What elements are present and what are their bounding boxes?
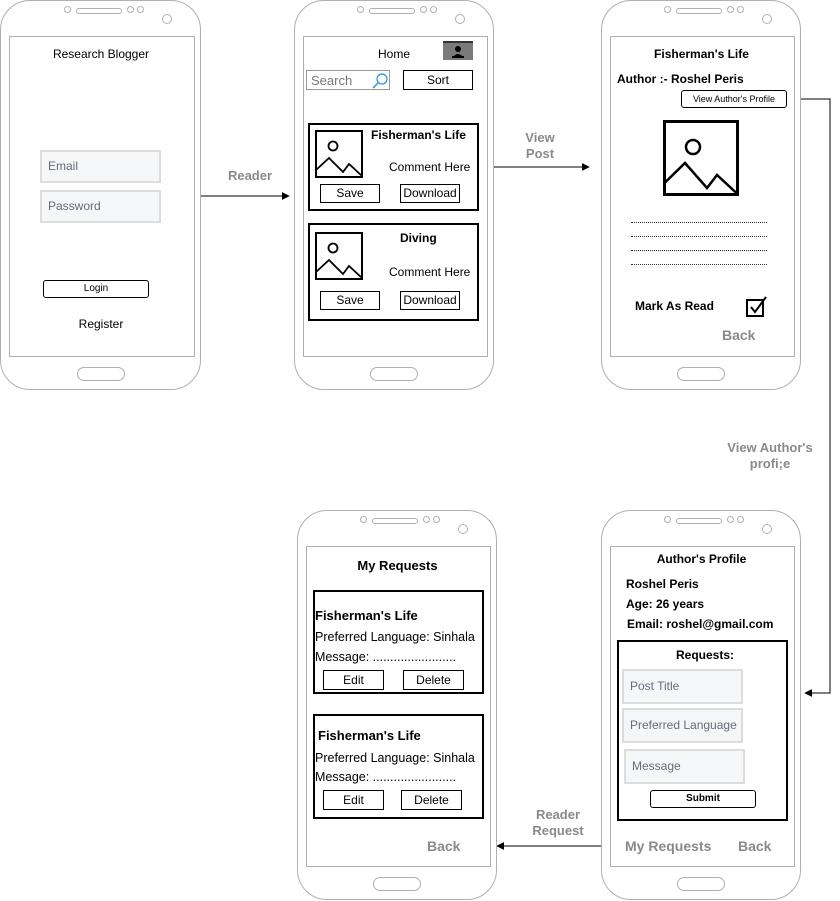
delete-button[interactable]: Delete xyxy=(403,670,464,690)
request-message: Message: ........................ xyxy=(315,650,457,664)
home-button[interactable] xyxy=(677,877,725,891)
view-post-arrow-label: View Post xyxy=(525,130,555,161)
checkbox-checked-icon[interactable] xyxy=(744,295,768,319)
post-detail-title: Fisherman's Life xyxy=(654,47,749,61)
reader-arrow-label: Reader xyxy=(227,168,273,183)
search-placeholder: Search xyxy=(311,73,353,88)
comment-field[interactable]: Comment Here xyxy=(389,265,471,279)
back-button[interactable]: Back xyxy=(738,838,772,854)
sensor-icon xyxy=(727,6,734,13)
content-line xyxy=(631,236,767,237)
post-title-input[interactable]: Post Title xyxy=(622,669,743,704)
camera-icon xyxy=(762,14,772,24)
download-button[interactable]: Download xyxy=(400,291,460,310)
sensor-icon xyxy=(433,516,440,523)
profile-avatar[interactable] xyxy=(443,41,473,60)
save-button[interactable]: Save xyxy=(320,184,380,203)
login-button[interactable]: Login xyxy=(43,280,149,298)
camera-icon xyxy=(762,524,772,534)
mark-as-read-label: Mark As Read xyxy=(635,299,714,313)
request-message: Message: ........................ xyxy=(315,770,457,784)
sensor-icon xyxy=(737,6,744,13)
requests-label: Requests: xyxy=(675,648,734,662)
author-name: Roshel Peris xyxy=(626,577,699,591)
search-icon xyxy=(372,73,388,89)
request-title: Fisherman's Life xyxy=(315,608,418,623)
author-email: Email: roshel@gmail.com xyxy=(627,617,774,631)
register-link[interactable]: Register xyxy=(78,317,124,331)
view-author-profile-button[interactable]: View Author's Profile xyxy=(681,90,787,108)
sensor-icon xyxy=(664,6,671,13)
content-line xyxy=(631,222,767,223)
request-title: Fisherman's Life xyxy=(318,728,421,743)
content-line xyxy=(631,250,767,251)
sensor-icon xyxy=(430,6,437,13)
post-phone xyxy=(601,0,801,390)
image-icon xyxy=(315,232,363,280)
sensor-icon xyxy=(727,516,734,523)
author-name: Author :- Roshel Peris xyxy=(617,72,744,86)
post-screen xyxy=(610,36,795,357)
sensor-icon xyxy=(357,6,364,13)
speaker-icon xyxy=(76,8,122,14)
app-title: Research Blogger xyxy=(52,47,150,61)
request-language: Preferred Language: Sinhala xyxy=(315,630,475,644)
sensor-icon xyxy=(664,516,671,523)
speaker-icon xyxy=(369,8,415,14)
speaker-icon xyxy=(676,8,722,14)
home-button[interactable] xyxy=(373,877,421,891)
image-icon xyxy=(315,130,363,178)
camera-icon xyxy=(458,524,468,534)
post-title[interactable]: Diving xyxy=(400,231,437,245)
sensor-icon xyxy=(423,516,430,523)
home-button[interactable] xyxy=(370,367,418,381)
password-input[interactable]: Password xyxy=(40,190,161,223)
edit-button[interactable]: Edit xyxy=(323,790,384,810)
request-language: Preferred Language: Sinhala xyxy=(315,751,475,765)
camera-icon xyxy=(162,14,172,24)
edit-button[interactable]: Edit xyxy=(323,670,384,690)
comment-field[interactable]: Comment Here xyxy=(389,160,471,174)
download-button[interactable]: Download xyxy=(400,184,460,203)
home-button[interactable] xyxy=(677,367,725,381)
reader-request-arrow-label: Reader Request xyxy=(532,807,584,838)
my-requests-link[interactable]: My Requests xyxy=(625,838,712,854)
preferred-language-input[interactable]: Preferred Language xyxy=(622,708,743,743)
sensor-icon xyxy=(137,6,144,13)
submit-button[interactable]: Submit xyxy=(650,790,756,808)
author-profile-title: Author's Profile xyxy=(656,552,747,566)
post-image-icon xyxy=(663,120,739,196)
sensor-icon xyxy=(64,6,71,13)
speaker-icon xyxy=(372,518,418,524)
sensor-icon xyxy=(127,6,134,13)
search-input[interactable]: Search xyxy=(306,70,390,90)
sensor-icon xyxy=(420,6,427,13)
message-input[interactable]: Message xyxy=(624,749,745,784)
author-age: Age: 26 years xyxy=(626,597,705,611)
content-line xyxy=(631,264,767,265)
view-profile-arrow-label: View Author's profi;e xyxy=(727,440,813,471)
delete-button[interactable]: Delete xyxy=(401,790,462,810)
email-input[interactable]: Email xyxy=(40,150,161,183)
home-title: Home xyxy=(378,47,411,61)
camera-icon xyxy=(455,14,465,24)
view-profile-arrow xyxy=(787,98,831,697)
speaker-icon xyxy=(676,518,722,524)
sensor-icon xyxy=(360,516,367,523)
sensor-icon xyxy=(737,516,744,523)
post-title[interactable]: Fisherman's Life xyxy=(371,128,466,142)
back-button[interactable]: Back xyxy=(427,838,461,854)
save-button[interactable]: Save xyxy=(320,291,380,310)
back-button[interactable]: Back xyxy=(722,327,756,343)
my-requests-title: My Requests xyxy=(357,558,438,573)
home-button[interactable] xyxy=(77,367,125,381)
sort-button[interactable]: Sort xyxy=(403,70,473,90)
user-icon xyxy=(443,41,473,58)
